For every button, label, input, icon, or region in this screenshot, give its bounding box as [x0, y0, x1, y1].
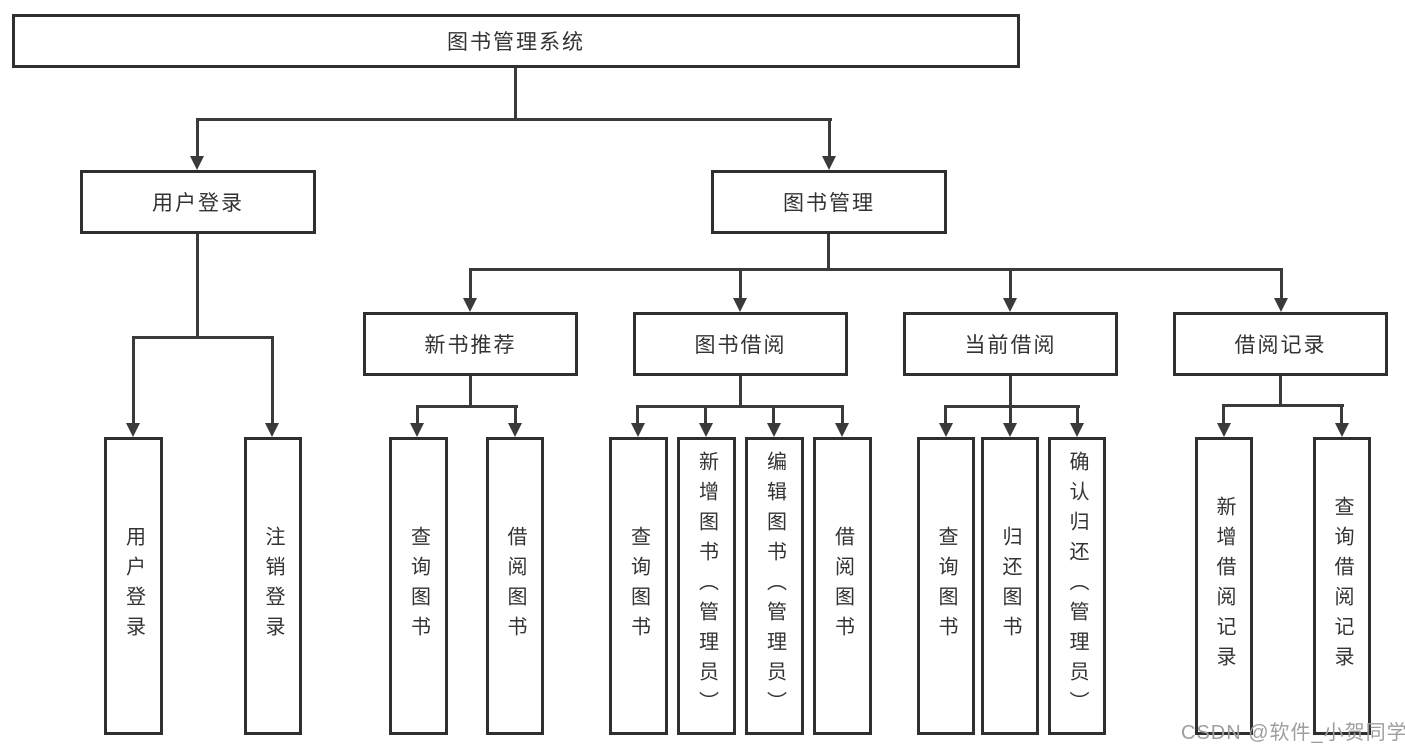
connector-line — [841, 405, 844, 425]
connector-line — [704, 405, 707, 425]
leaf-confirm-return-admin: 确认归还（管理员） — [1048, 437, 1106, 735]
leaf-query-books-recommend: 查询图书 — [389, 437, 448, 735]
leaf-label: 查询图书 — [627, 526, 650, 646]
node-user-login: 用户登录 — [80, 170, 316, 234]
connector-arrow — [767, 423, 781, 437]
connector-arrow — [631, 423, 645, 437]
connector-line — [739, 376, 742, 408]
connector-line — [416, 405, 518, 408]
leaf-user-login: 用户登录 — [104, 437, 163, 735]
node-borrowing-records: 借阅记录 — [1173, 312, 1388, 376]
connector-arrow — [508, 423, 522, 437]
leaf-query-books-current: 查询图书 — [917, 437, 975, 735]
connector-line — [636, 405, 639, 425]
connector-line — [828, 118, 831, 158]
connector-line — [469, 376, 472, 408]
leaf-label: 新增图书（管理员） — [695, 451, 718, 721]
leaf-add-borrow-record: 新增借阅记录 — [1195, 437, 1253, 735]
leaf-logout: 注销登录 — [244, 437, 302, 735]
leaf-borrow-books-recommend: 借阅图书 — [486, 437, 544, 735]
connector-arrow — [1003, 298, 1017, 312]
connector-line — [196, 118, 832, 121]
connector-line — [1279, 376, 1282, 407]
connector-line — [469, 268, 472, 300]
connector-line — [1009, 376, 1012, 408]
connector-line — [271, 336, 274, 424]
leaf-label: 确认归还（管理员） — [1066, 451, 1088, 721]
leaf-edit-book-admin: 编辑图书（管理员） — [745, 437, 804, 735]
watermark: CSDN @软件_小贺同学 — [1181, 722, 1405, 744]
leaf-borrow-books: 借阅图书 — [813, 437, 872, 735]
connector-arrow — [699, 423, 713, 437]
leaf-label: 借阅图书 — [504, 526, 526, 646]
connector-line — [944, 405, 1080, 408]
leaf-label: 编辑图书（管理员） — [763, 451, 786, 721]
leaf-add-book-admin: 新增图书（管理员） — [677, 437, 736, 735]
connector-arrow — [410, 423, 424, 437]
leaf-label: 归还图书 — [999, 526, 1021, 646]
connector-line — [1222, 404, 1225, 425]
leaf-label: 新增借阅记录 — [1213, 496, 1235, 676]
connector-arrow — [1003, 423, 1017, 437]
leaf-return-books: 归还图书 — [981, 437, 1039, 735]
connector-line — [196, 234, 199, 338]
connector-line — [469, 268, 1283, 271]
connector-arrow — [939, 423, 953, 437]
node-library-management-system: 图书管理系统 — [12, 14, 1020, 68]
connector-line — [416, 405, 419, 425]
node-book-management: 图书管理 — [711, 170, 947, 234]
node-new-book-recommendation: 新书推荐 — [363, 312, 578, 376]
leaf-label: 用户登录 — [122, 526, 145, 646]
connector-arrow — [733, 298, 747, 312]
connector-line — [1009, 405, 1012, 425]
connector-line — [132, 336, 274, 339]
connector-arrow — [1217, 423, 1231, 437]
connector-line — [636, 405, 844, 408]
connector-arrow — [1335, 423, 1349, 437]
connector-line — [1340, 404, 1343, 425]
connector-line — [1076, 405, 1079, 425]
leaf-label: 查询借阅记录 — [1331, 496, 1353, 676]
connector-line — [772, 405, 775, 425]
connector-line — [827, 234, 830, 271]
node-book-borrowing: 图书借阅 — [633, 312, 848, 376]
connector-arrow — [822, 156, 836, 170]
leaf-query-borrow-record: 查询借阅记录 — [1313, 437, 1371, 735]
leaf-label: 注销登录 — [262, 526, 284, 646]
connector-line — [132, 336, 135, 424]
connector-line — [196, 118, 199, 158]
connector-line — [514, 68, 517, 118]
leaf-query-books-borrowing: 查询图书 — [609, 437, 668, 735]
connector-line — [739, 268, 742, 300]
connector-arrow — [1070, 423, 1084, 437]
connector-arrow — [1274, 298, 1288, 312]
leaf-label: 查询图书 — [935, 526, 957, 646]
connector-line — [1222, 404, 1344, 407]
leaf-label: 借阅图书 — [831, 526, 854, 646]
connector-arrow — [265, 423, 279, 437]
connector-arrow — [463, 298, 477, 312]
node-current-borrowing: 当前借阅 — [903, 312, 1118, 376]
leaf-label: 查询图书 — [407, 526, 430, 646]
connector-line — [514, 405, 517, 425]
connector-line — [944, 405, 947, 425]
connector-line — [1009, 268, 1012, 300]
connector-line — [1280, 268, 1283, 300]
connector-arrow — [126, 423, 140, 437]
connector-arrow — [835, 423, 849, 437]
connector-arrow — [190, 156, 204, 170]
